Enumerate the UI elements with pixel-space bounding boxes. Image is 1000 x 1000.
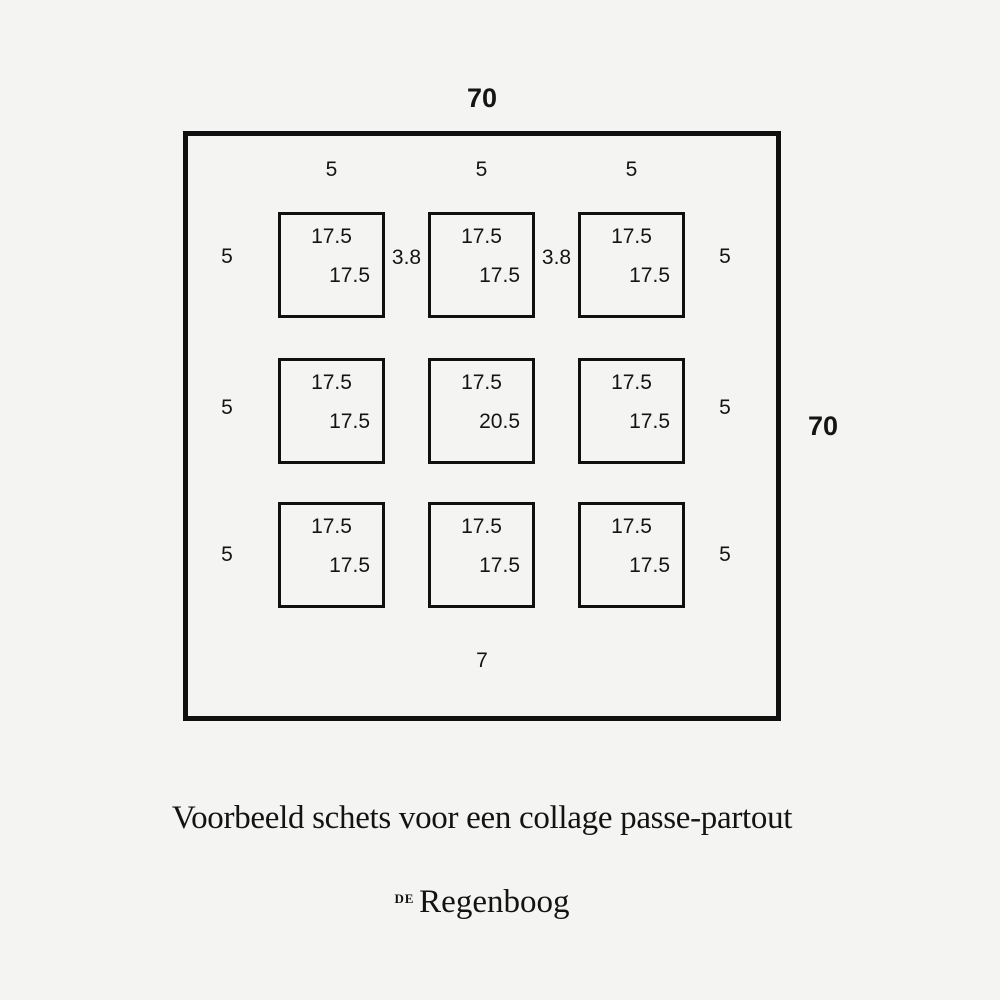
- collage-opening-7: 17.5 17.5: [278, 502, 385, 608]
- opening-height-label: 17.5: [329, 554, 370, 577]
- passe-partout-outline: [183, 131, 781, 721]
- logo-name: Regenboog: [419, 884, 570, 920]
- top-margin-label-2: 5: [475, 158, 488, 181]
- collage-opening-3: 17.5 17.5: [578, 212, 685, 318]
- left-margin-label-1: 5: [221, 245, 233, 268]
- opening-height-label: 17.5: [479, 554, 520, 577]
- outer-width-label: 70: [466, 83, 498, 113]
- collage-opening-5: 17.5 20.5: [428, 358, 535, 464]
- row1-gap-label-2: 3.8: [541, 246, 572, 269]
- opening-height-label: 17.5: [629, 410, 670, 433]
- right-margin-label-1: 5: [719, 245, 731, 268]
- left-margin-label-2: 5: [221, 396, 233, 419]
- collage-opening-8: 17.5 17.5: [428, 502, 535, 608]
- top-margin-label-1: 5: [325, 158, 338, 181]
- bottom-margin-label: 7: [476, 649, 488, 672]
- opening-width-label: 17.5: [611, 371, 652, 394]
- collage-opening-6: 17.5 17.5: [578, 358, 685, 464]
- collage-opening-4: 17.5 17.5: [278, 358, 385, 464]
- opening-width-label: 17.5: [311, 371, 352, 394]
- left-margin-label-3: 5: [221, 543, 233, 566]
- row1-gap-label-1: 3.8: [391, 246, 422, 269]
- opening-width-label: 17.5: [311, 515, 352, 538]
- opening-height-label: 17.5: [629, 554, 670, 577]
- right-margin-label-2: 5: [719, 396, 731, 419]
- caption: Voorbeeld schets voor een collage passe-…: [171, 800, 793, 836]
- opening-width-label: 17.5: [611, 225, 652, 248]
- outer-height-label: 70: [808, 411, 839, 441]
- opening-height-label: 20.5: [479, 410, 520, 433]
- collage-opening-9: 17.5 17.5: [578, 502, 685, 608]
- opening-width-label: 17.5: [461, 225, 502, 248]
- top-margin-label-3: 5: [625, 158, 638, 181]
- right-margin-label-3: 5: [719, 543, 731, 566]
- logo: DE Regenboog: [0, 882, 964, 928]
- opening-height-label: 17.5: [329, 410, 370, 433]
- collage-opening-1: 17.5 17.5: [278, 212, 385, 318]
- opening-height-label: 17.5: [329, 264, 370, 287]
- opening-height-label: 17.5: [629, 264, 670, 287]
- opening-width-label: 17.5: [311, 225, 352, 248]
- collage-opening-2: 17.5 17.5: [428, 212, 535, 318]
- opening-width-label: 17.5: [461, 515, 502, 538]
- opening-width-label: 17.5: [611, 515, 652, 538]
- opening-height-label: 17.5: [479, 264, 520, 287]
- opening-width-label: 17.5: [461, 371, 502, 394]
- logo-prefix: DE: [394, 891, 415, 906]
